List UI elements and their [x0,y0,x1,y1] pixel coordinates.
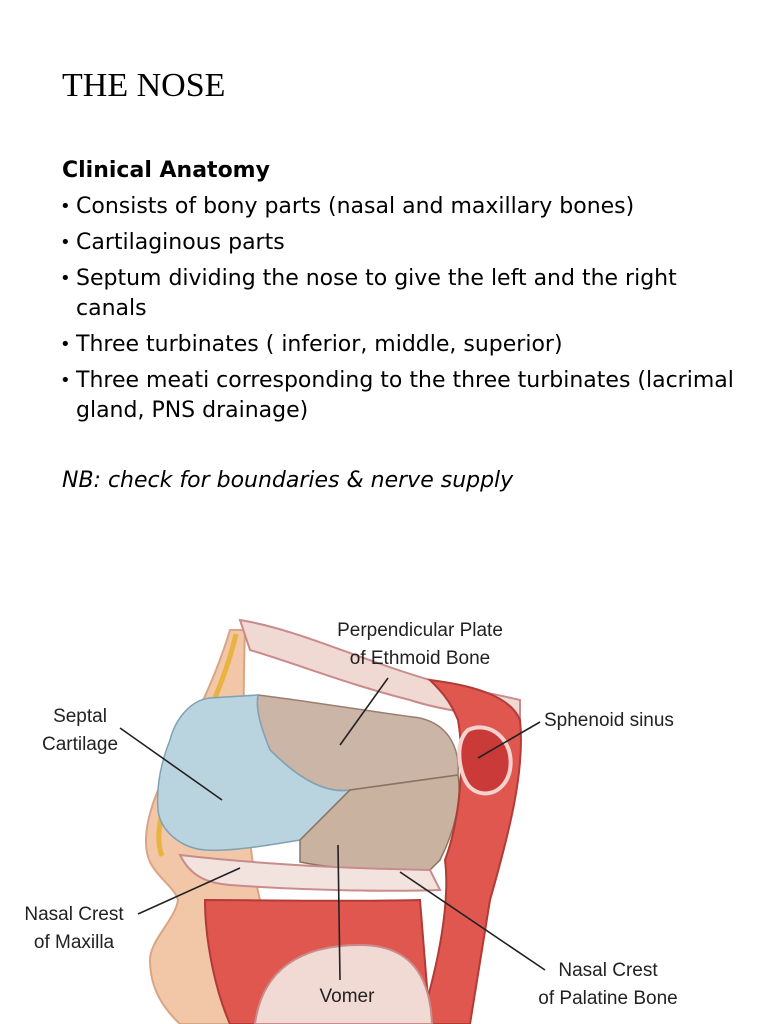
leader-line [337,844,341,981]
section-heading: Clinical Anatomy [62,158,270,183]
label-perpendicular-plate: Perpendicular Plate [337,620,503,641]
note-text: NB: check for boundaries & nerve supply [62,468,514,493]
list-item: •Septum dividing the nose to give the le… [60,264,750,324]
bullet-icon: • [60,268,71,289]
label-septal-cartilage: Septal [53,706,107,727]
label-septal-cartilage-2: Cartilage [42,734,118,755]
label-vomer: Vomer [320,986,376,1007]
hard-palate [178,853,442,892]
leader-line [119,727,223,801]
tongue [253,943,434,1024]
bullet-text: Cartilaginous parts [76,230,285,255]
list-item: •Cartilaginous parts [60,228,750,258]
label-nasal-crest-maxilla-2: of Maxilla [34,932,115,953]
leader-line [477,721,541,759]
bullet-icon: • [60,370,71,391]
leader-line [399,871,546,971]
leader-line [137,867,241,915]
leader-line [339,677,389,746]
label-sphenoid-sinus: Sphenoid sinus [544,710,674,731]
bullet-list: •Consists of bony parts (nasal and maxil… [60,192,750,432]
bullet-text: Three meati corresponding to the three t… [76,368,734,423]
list-item: •Three turbinates ( inferior, middle, su… [60,330,750,360]
bullet-text: Three turbinates ( inferior, middle, sup… [76,332,563,357]
label-perpendicular-plate-2: of Ethmoid Bone [350,648,490,669]
sphenoid-sinus [457,725,513,796]
bullet-icon: • [60,196,71,217]
bullet-text: Septum dividing the nose to give the lef… [76,266,677,321]
list-item: •Three meati corresponding to the three … [60,366,750,426]
label-nasal-crest-maxilla: Nasal Crest [24,904,124,925]
label-nasal-crest-palatine-2: of Palatine Bone [538,988,677,1009]
bullet-text: Consists of bony parts (nasal and maxill… [76,194,635,219]
bullet-icon: • [60,232,71,253]
list-item: •Consists of bony parts (nasal and maxil… [60,192,750,222]
nasal-septum-illustration: Perpendicular Plate of Ethmoid Bone Sept… [24,618,678,1024]
label-nasal-crest-palatine: Nasal Crest [558,960,658,981]
slide-title: THE NOSE [62,67,226,104]
bullet-icon: • [60,334,71,355]
